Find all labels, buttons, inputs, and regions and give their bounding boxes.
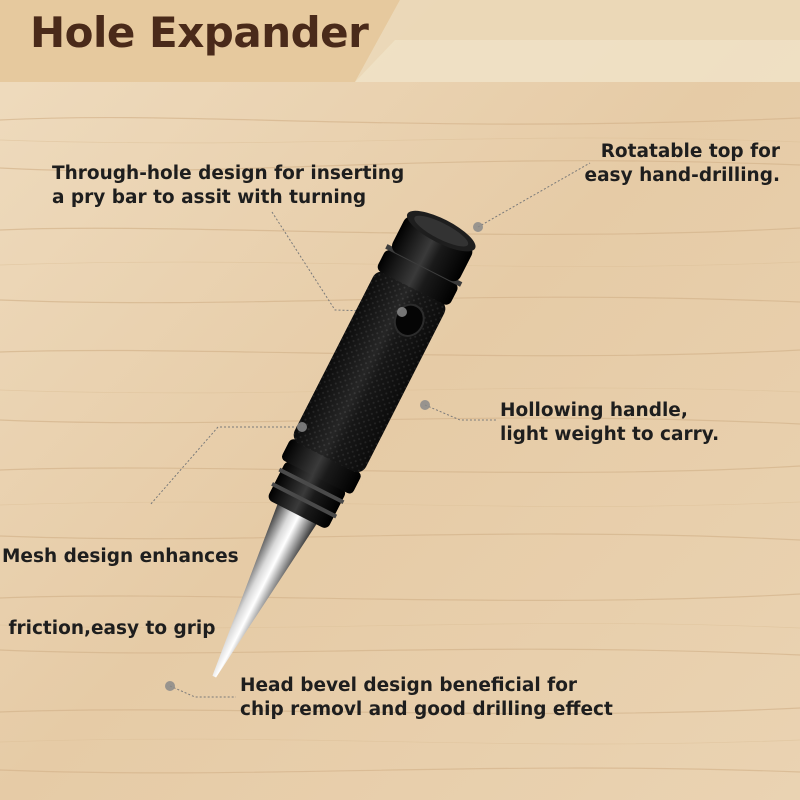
leader-lines bbox=[149, 162, 591, 698]
callout-mesh-design: Mesh design enhances friction,easy to gr… bbox=[2, 546, 239, 639]
callout-dots bbox=[165, 222, 483, 691]
callout-hollowing-handle: Hollowing handle, light weight to carry. bbox=[500, 400, 720, 445]
callout-through-hole: Through-hole design for inserting a pry … bbox=[52, 163, 405, 208]
callout-rotatable-top: Rotatable top for easy hand-drilling. bbox=[584, 141, 780, 186]
page-title: Hole Expander bbox=[30, 8, 369, 57]
callout-head-bevel: Head bevel design beneficial for chip re… bbox=[240, 675, 613, 720]
tool-body bbox=[212, 210, 476, 678]
title-banner bbox=[0, 0, 800, 82]
